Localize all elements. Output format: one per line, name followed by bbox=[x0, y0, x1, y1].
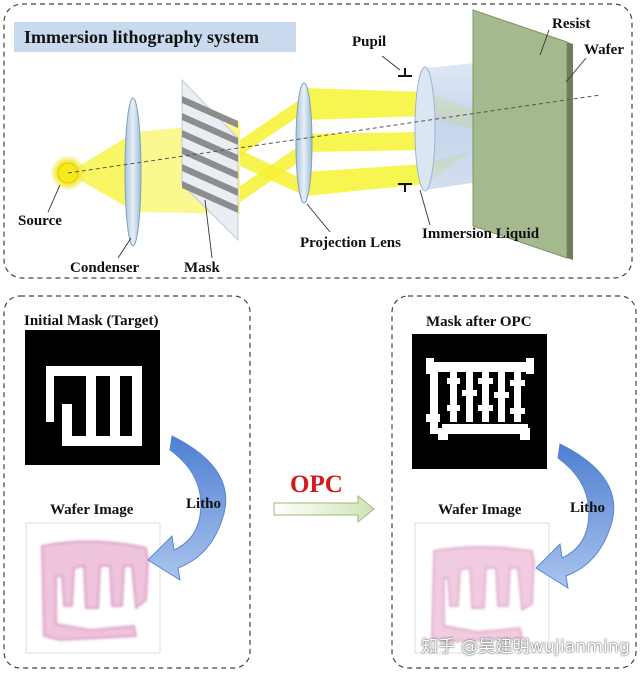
initial-mask-title: Initial Mask (Target) bbox=[24, 313, 159, 329]
right-wafer-title: Wafer Image bbox=[438, 502, 522, 518]
system-title: Immersion lithography system bbox=[24, 27, 259, 47]
right-panel-frame bbox=[391, 295, 637, 669]
left-wafer-title: Wafer Image bbox=[50, 502, 134, 518]
litho-arrow-right bbox=[535, 443, 615, 590]
opc-mask-title: Mask after OPC bbox=[426, 314, 532, 330]
right-litho-label: Litho bbox=[570, 500, 606, 516]
leader-lines bbox=[47, 29, 587, 259]
left-panel-frame bbox=[3, 295, 251, 669]
label-wafer: Wafer bbox=[584, 42, 624, 58]
label-resist: Resist bbox=[552, 16, 591, 32]
mask-plate bbox=[181, 78, 239, 242]
label-source: Source bbox=[18, 213, 62, 229]
pupil-marker bbox=[398, 68, 412, 192]
label-condenser: Condenser bbox=[70, 260, 140, 276]
condenser-lens bbox=[124, 97, 142, 247]
opc-label: OPC bbox=[290, 471, 343, 498]
label-mask: Mask bbox=[184, 260, 220, 276]
wafer-resist bbox=[472, 9, 573, 260]
system-frame bbox=[3, 3, 633, 279]
initial-mask-pattern bbox=[25, 330, 160, 465]
left-litho-label: Litho bbox=[186, 496, 222, 512]
optical-axis bbox=[67, 94, 601, 174]
label-projection-lens: Projection Lens bbox=[300, 235, 401, 251]
watermark-text: 知乎 @吴建明wujianming bbox=[421, 637, 630, 657]
left-wafer-image bbox=[25, 522, 161, 654]
opc-arrow bbox=[273, 494, 375, 524]
right-wafer-image bbox=[414, 522, 550, 654]
projection-lens bbox=[295, 82, 313, 204]
label-immersion-liquid: Immersion Liquid bbox=[422, 226, 540, 242]
opc-mask-pattern bbox=[412, 334, 547, 469]
litho-arrow-left bbox=[147, 435, 227, 582]
system-title-box: Immersion lithography system bbox=[14, 22, 296, 52]
label-pupil: Pupil bbox=[352, 34, 387, 50]
